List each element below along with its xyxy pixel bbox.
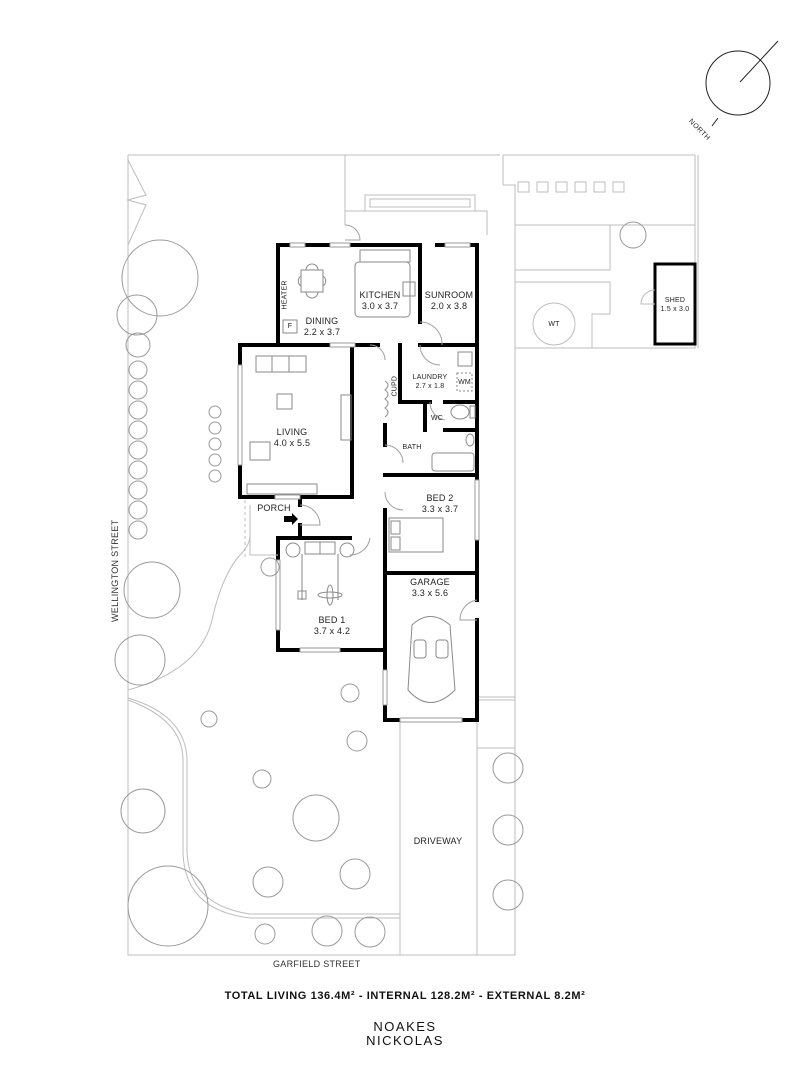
room-name: BED 1 <box>318 615 346 625</box>
room-name: SHED <box>664 297 686 304</box>
room-sunroom-label: SUNROOM 2.0 x 3.8 <box>418 290 480 312</box>
driveway-label: DRIVEWAY <box>413 836 463 846</box>
room-dining-label: DINING 2.2 x 3.7 <box>300 316 344 338</box>
dining-table <box>282 263 327 334</box>
water-tank-label: WT <box>548 321 560 328</box>
room-laundry-label: LAUNDRY 2.7 x 1.8 <box>405 373 455 391</box>
water-tank <box>532 302 576 346</box>
street-bottom-label: GARFIELD STREET <box>273 959 361 969</box>
room-shed-label: SHED 1.5 x 3.0 <box>655 296 695 314</box>
cupboard-label: CUPD <box>391 375 399 397</box>
house-walls <box>238 243 479 722</box>
room-bed1-label: BED 1 3.7 x 4.2 <box>307 615 357 637</box>
room-size: 2.2 x 3.7 <box>303 327 341 337</box>
room-wc-label: WC <box>430 415 444 422</box>
area-summary: TOTAL LIVING 136.4M² - INTERNAL 128.2M² … <box>224 990 586 1002</box>
room-size: 2.0 x 3.8 <box>430 301 468 311</box>
heater-label: HEATER <box>281 280 289 310</box>
room-name: BED 2 <box>426 493 454 503</box>
washing-machine-label: WM <box>458 379 471 386</box>
room-size: 4.0 x 5.5 <box>273 438 311 448</box>
room-name: DINING <box>305 316 339 326</box>
room-kitchen-label: KITCHEN 3.0 x 3.7 <box>350 290 410 312</box>
room-living-label: LIVING 4.0 x 5.5 <box>262 427 322 449</box>
wet-area-fixtures <box>384 351 476 472</box>
agent-logo-line2: NICKOLAS <box>366 1033 444 1048</box>
agent-logo-line1: NOAKES <box>373 1019 437 1034</box>
room-size: 3.7 x 4.2 <box>313 626 351 636</box>
room-name: KITCHEN <box>359 290 401 300</box>
windows <box>237 242 480 723</box>
living-furniture <box>246 355 352 495</box>
room-name: SUNROOM <box>424 290 474 300</box>
room-name: GARAGE <box>410 577 450 587</box>
porch-outline <box>244 500 298 560</box>
room-name: LAUNDRY <box>412 374 448 381</box>
trees <box>114 221 647 948</box>
garden-path <box>127 534 400 919</box>
room-size: 3.3 x 5.6 <box>411 588 449 598</box>
room-garage-label: GARAGE 3.3 x 5.6 <box>400 577 460 599</box>
shed-door <box>640 289 656 305</box>
room-size: 1.5 x 3.0 <box>660 306 690 313</box>
room-name: LIVING <box>276 427 308 437</box>
car-icon <box>407 616 456 703</box>
fridge-label: F <box>287 323 293 330</box>
bed1-furniture <box>285 541 355 606</box>
room-size: 3.3 x 3.7 <box>421 504 459 514</box>
kitchen-bench <box>354 249 416 318</box>
property-boundary <box>126 154 699 956</box>
room-bath-label: BATH <box>402 444 422 451</box>
doors <box>299 224 478 621</box>
room-porch-label: PORCH <box>257 503 291 513</box>
room-bed2-label: BED 2 3.3 x 3.7 <box>410 493 470 515</box>
street-left-label: WELLINGTON STREET <box>110 519 120 622</box>
bed2-furniture <box>388 517 444 553</box>
north-compass-icon <box>705 40 779 127</box>
driveway-outline <box>399 696 516 956</box>
room-size: 2.7 x 1.8 <box>415 383 445 390</box>
room-size: 3.0 x 3.7 <box>361 301 399 311</box>
